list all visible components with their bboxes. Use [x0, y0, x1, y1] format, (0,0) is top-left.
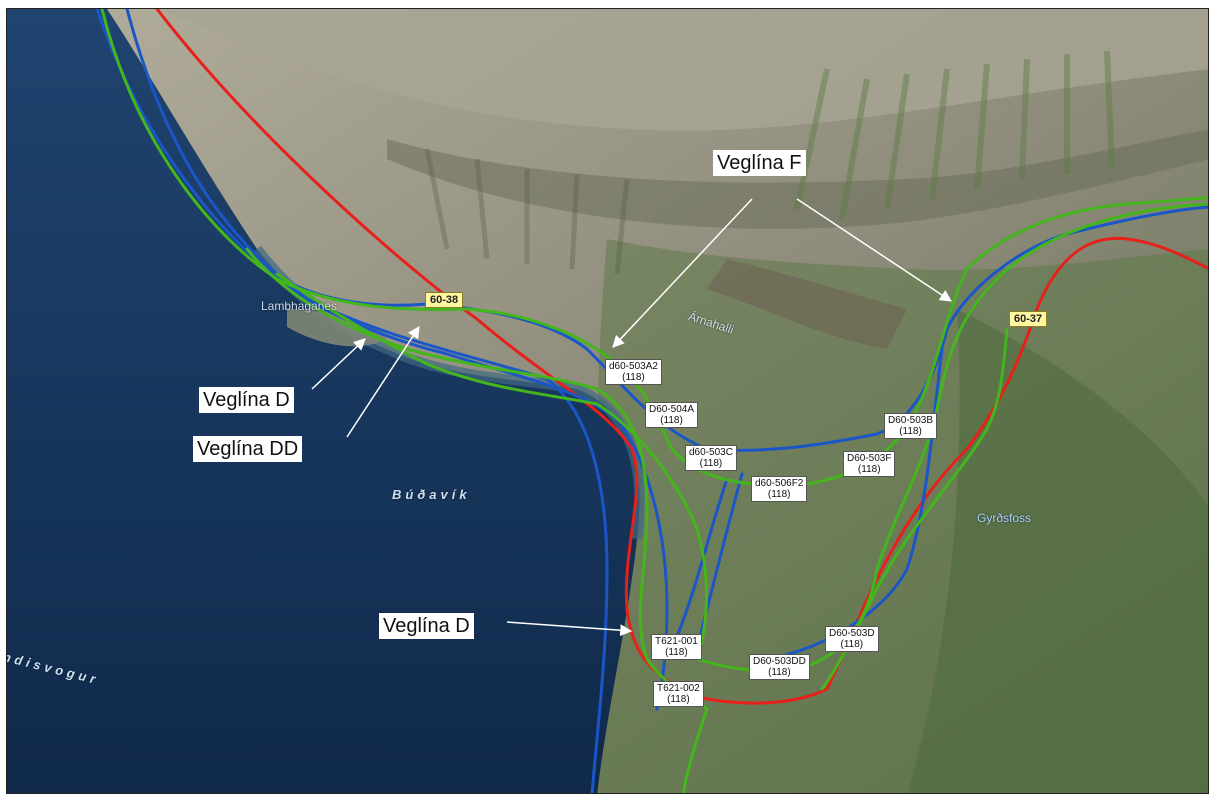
callout-veglina-d-bottom: Veglína D	[379, 613, 474, 639]
callout-veglina-d-top: Veglína D	[199, 387, 294, 413]
ridge-streaks	[794, 50, 1115, 220]
node-id: T621-001	[655, 636, 698, 647]
node-sub: (118)	[768, 667, 791, 678]
node-id: d60-503A2	[609, 361, 658, 372]
node-id: D60-503F	[847, 453, 892, 464]
node-sub: (118)	[667, 694, 690, 705]
node-sub: (118)	[840, 639, 864, 650]
node-label[interactable]: D60-503F(118)	[843, 451, 896, 477]
node-label[interactable]: d60-503A2(118)	[605, 359, 662, 385]
node-id: D60-503D	[829, 628, 875, 639]
node-id: d60-506F2	[755, 478, 804, 489]
node-label[interactable]: D60-503D(118)	[825, 626, 879, 652]
road-shield-60-38: 60-38	[425, 292, 464, 308]
sea-area	[7, 9, 640, 793]
callout-arrows	[311, 198, 953, 637]
node-label[interactable]: d60-503C(118)	[685, 445, 737, 471]
red-line	[155, 9, 1208, 705]
node-sub: (118)	[899, 426, 922, 437]
place-lambhaganes: Lambhaganes	[261, 299, 338, 313]
node-sub: (118)	[699, 458, 723, 469]
place-budavik: Búðavík	[392, 487, 471, 502]
node-id: D60-504A	[649, 404, 695, 415]
node-label[interactable]: T621-001(118)	[651, 634, 702, 660]
node-label[interactable]: D60-504A(118)	[645, 402, 699, 428]
vegetation-east	[907, 309, 1208, 793]
node-sub: (118)	[767, 489, 791, 500]
place-gyrdsfoss: Gyrðsfoss	[977, 511, 1032, 525]
node-id: D60-503DD	[753, 656, 806, 667]
map-view[interactable]: Lambhaganes Búðavík ndisvogur Árnahalli …	[6, 8, 1209, 794]
arrow-dd	[346, 325, 420, 438]
node-sub: (118)	[665, 647, 688, 658]
node-id: D60-503B	[888, 415, 934, 426]
node-label[interactable]: d60-506F2(118)	[751, 476, 808, 502]
satellite-map	[7, 9, 1208, 793]
node-sub: (118)	[660, 415, 683, 426]
ridge-streaks-west	[424, 148, 630, 275]
node-label[interactable]: T621-002(118)	[653, 681, 704, 707]
arrow-d-bottom	[506, 621, 633, 637]
node-id: T621-002	[657, 683, 700, 694]
cliff-shadow	[387, 129, 1208, 229]
arrow-f-right	[796, 198, 953, 302]
node-sub: (118)	[857, 464, 881, 475]
vegetation-patch	[707, 259, 907, 349]
node-id: d60-503C	[689, 447, 733, 458]
node-sub: (118)	[622, 372, 645, 383]
node-label[interactable]: D60-503DD(118)	[749, 654, 810, 680]
cliff-band	[157, 9, 1208, 131]
node-label[interactable]: D60-503B(118)	[884, 413, 938, 439]
lambhaganes-point	[287, 309, 387, 347]
arrow-f-left	[612, 198, 753, 348]
arrow-d-top	[311, 338, 366, 390]
callout-veglina-f: Veglína F	[713, 150, 806, 176]
callout-veglina-dd: Veglína DD	[193, 436, 303, 462]
road-shield-60-37: 60-37	[1009, 311, 1048, 327]
